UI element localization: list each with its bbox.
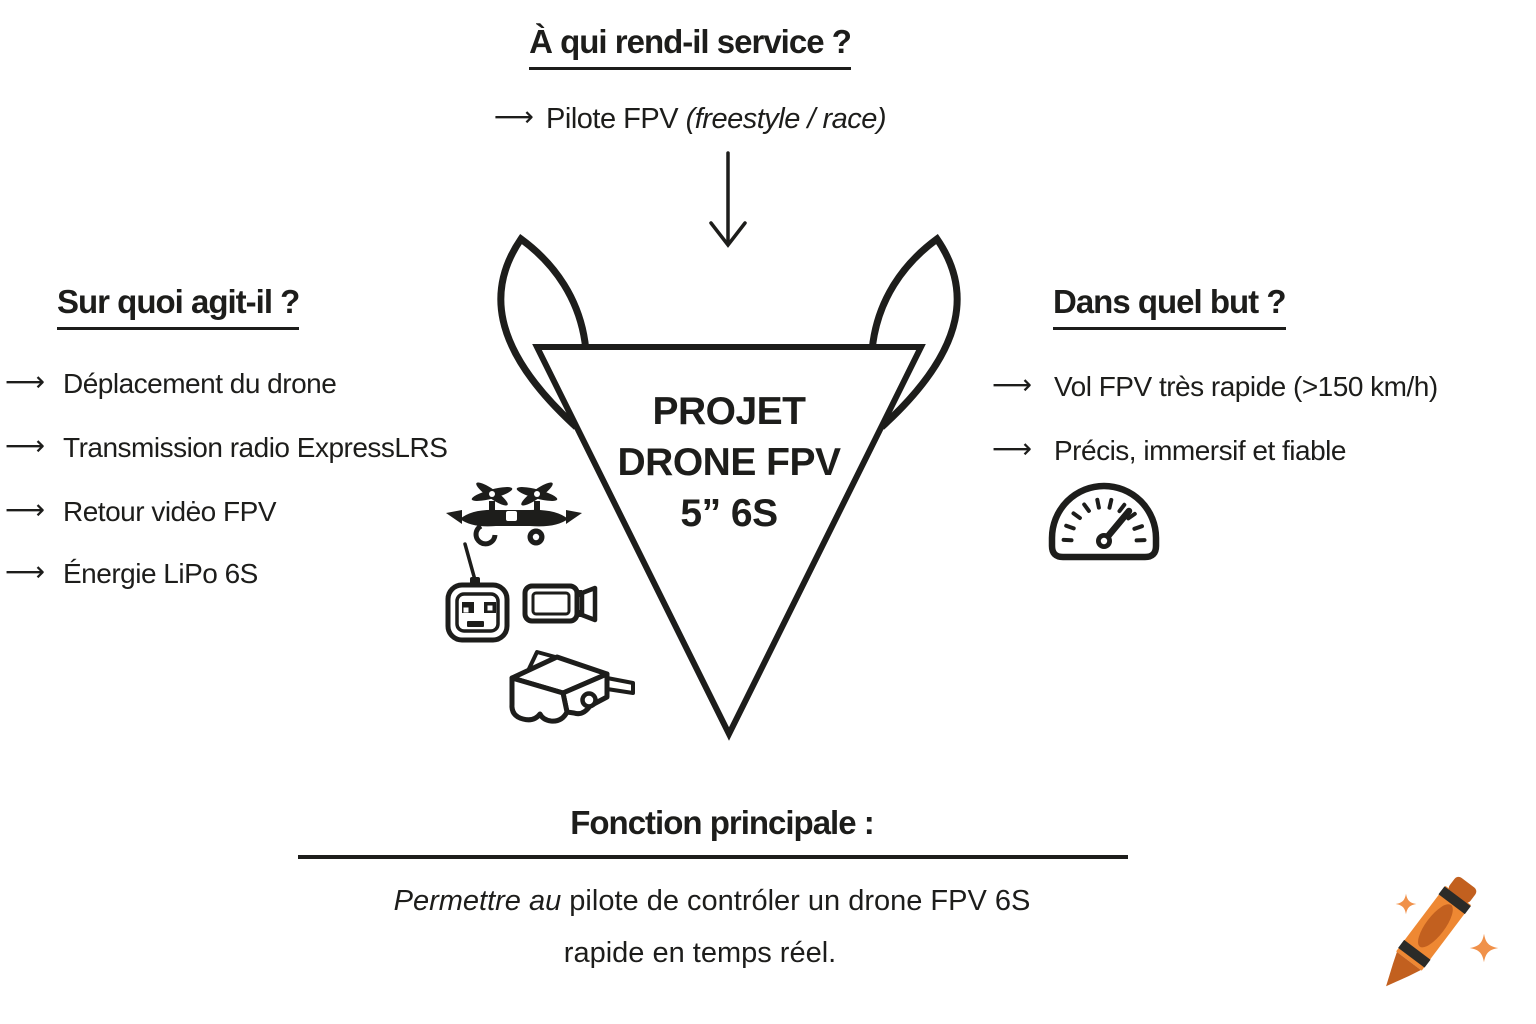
pilot-label: Pilote FPV: [546, 103, 686, 135]
project-title: PROJET DRONE FPV 5” 6S: [579, 386, 879, 539]
served-party-item: ⟶ Pilote FPV (freestyle / race): [400, 100, 980, 136]
speedometer-icon: [1048, 482, 1160, 561]
main-function-sentence: rapide en temps réel.: [563, 937, 837, 969]
acts-on-item: ⟶ Retour vidėo FPV: [5, 493, 277, 528]
acts-on-item: ⟶ Déplacement du drone: [5, 365, 337, 400]
right-arrow-icon: ⟶: [5, 429, 46, 462]
project-title-line: PROJET: [652, 390, 806, 433]
acts-on-item: ⟶ Énergie LiPo 6S: [5, 555, 258, 590]
acts-on-item: ⟶ Transmission radio ExpressLRS: [5, 429, 448, 464]
acts-on-title: Sur quoi agit-il ?: [57, 285, 300, 330]
right-arrow-icon: ⟶: [992, 432, 1033, 465]
radio-controller-icon: [445, 542, 510, 643]
sparkle-icon: [1395, 893, 1417, 915]
right-arrow-icon: ⟶: [5, 365, 46, 398]
sparkle-icon: [1469, 933, 1499, 963]
main-function-title: Fonction principale :: [570, 804, 875, 841]
drone-icon: [446, 482, 582, 547]
crayon-icon: [1386, 876, 1499, 987]
camera-icon: [522, 583, 598, 624]
down-arrow-icon: [709, 151, 747, 248]
goal-title: Dans quel but ?: [1053, 285, 1286, 330]
top-section-header: À qui rend-il service ?: [400, 25, 980, 70]
main-function-sentence: Permettre au pilote de contróler un dron…: [393, 885, 1031, 917]
right-arrow-icon: ⟶: [493, 100, 535, 133]
right-arrow-icon: ⟶: [992, 368, 1033, 401]
served-party-title: À qui rend-il service ?: [529, 25, 852, 70]
goal-item: ⟶ Vol FPV très rapide (>150 km/h): [992, 368, 1438, 403]
left-section-header: Sur quoi agit-il ?: [57, 285, 300, 330]
right-arrow-icon: ⟶: [5, 555, 46, 588]
project-title-line: DRONE FPV: [617, 441, 841, 484]
goal-item: ⟶ Précis, immersif et fiable: [992, 432, 1346, 467]
right-arrow-icon: ⟶: [5, 493, 46, 526]
pilot-style-label: (freestyle / race): [685, 103, 887, 135]
fpv-goggles-icon: [509, 650, 635, 724]
project-title-line: 5” 6S: [680, 492, 778, 535]
right-section-header: Dans quel but ?: [1053, 285, 1286, 330]
main-function-underline: [298, 855, 1128, 859]
main-function-header: Fonction principale :: [322, 806, 1122, 839]
